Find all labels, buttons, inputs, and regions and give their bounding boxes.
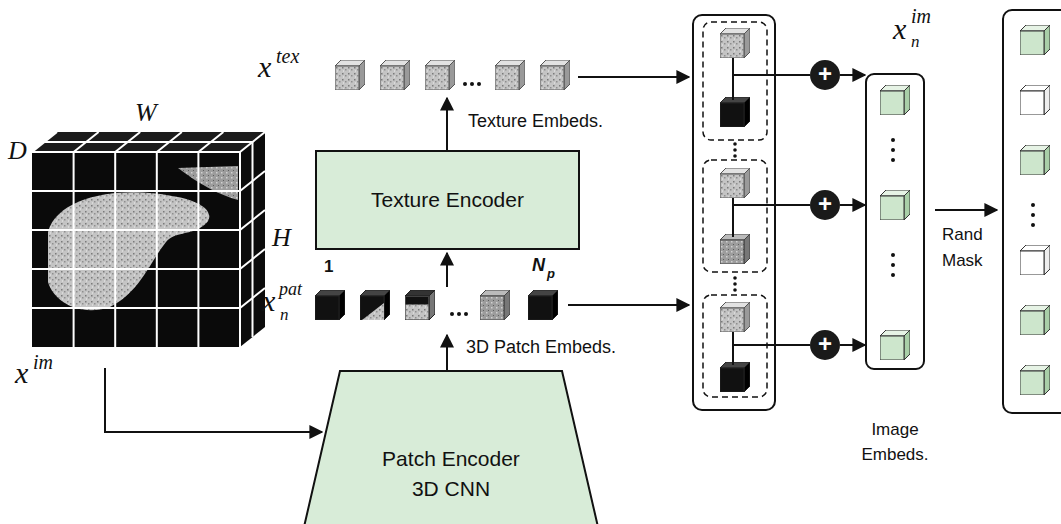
plus-sign: + — [818, 62, 832, 86]
row-caption: 3D Patch Embeds. — [466, 338, 616, 356]
connector-arrow — [840, 204, 865, 206]
math-superscript: tex — [276, 46, 299, 66]
plus-sign: + — [818, 192, 832, 216]
axis-label: W — [135, 100, 157, 126]
math-symbol: x — [15, 358, 28, 388]
math-symbol: x — [258, 52, 271, 82]
box-title: Texture Encoder — [371, 188, 524, 212]
pairing-panel — [693, 15, 810, 410]
patch-embeds-row — [315, 290, 558, 320]
math-symbol: x — [893, 14, 906, 44]
math-superscript: im — [911, 6, 931, 26]
encoder-box: Texture Encoder — [315, 150, 580, 250]
texture-embeds-row — [335, 60, 570, 90]
sum-circle: + — [810, 330, 840, 360]
connector-arrow — [840, 344, 865, 346]
index-symbol: N — [532, 256, 545, 274]
box-title: Patch Encoder 3D CNN — [372, 444, 530, 505]
row-caption: Texture Embeds. — [468, 112, 603, 130]
math-superscript: im — [33, 352, 53, 372]
index-number: 1 — [324, 258, 333, 275]
sum-circle: + — [810, 60, 840, 90]
axis-label: H — [272, 225, 291, 251]
embedding-box: Image Embeds. — [865, 73, 925, 370]
sum-circle: + — [810, 190, 840, 220]
connector-arrow — [840, 74, 865, 76]
plus-sign: + — [818, 332, 832, 356]
ct-volume — [32, 132, 265, 347]
axis-label: D — [8, 138, 27, 164]
index-subscript: p — [547, 267, 555, 280]
arrow-label: Rand Mask — [942, 222, 998, 273]
image-embeds-cubes — [880, 85, 910, 360]
math-symbol: x — [262, 286, 275, 316]
math-subscript: n — [911, 33, 920, 50]
box-caption: Image Embeds. — [850, 418, 940, 467]
masked-embeds — [1003, 10, 1061, 413]
encoder-trapezoid: Patch Encoder 3D CNN — [300, 370, 602, 524]
math-subscript: n — [280, 306, 289, 323]
math-superscript: pat — [279, 280, 302, 298]
